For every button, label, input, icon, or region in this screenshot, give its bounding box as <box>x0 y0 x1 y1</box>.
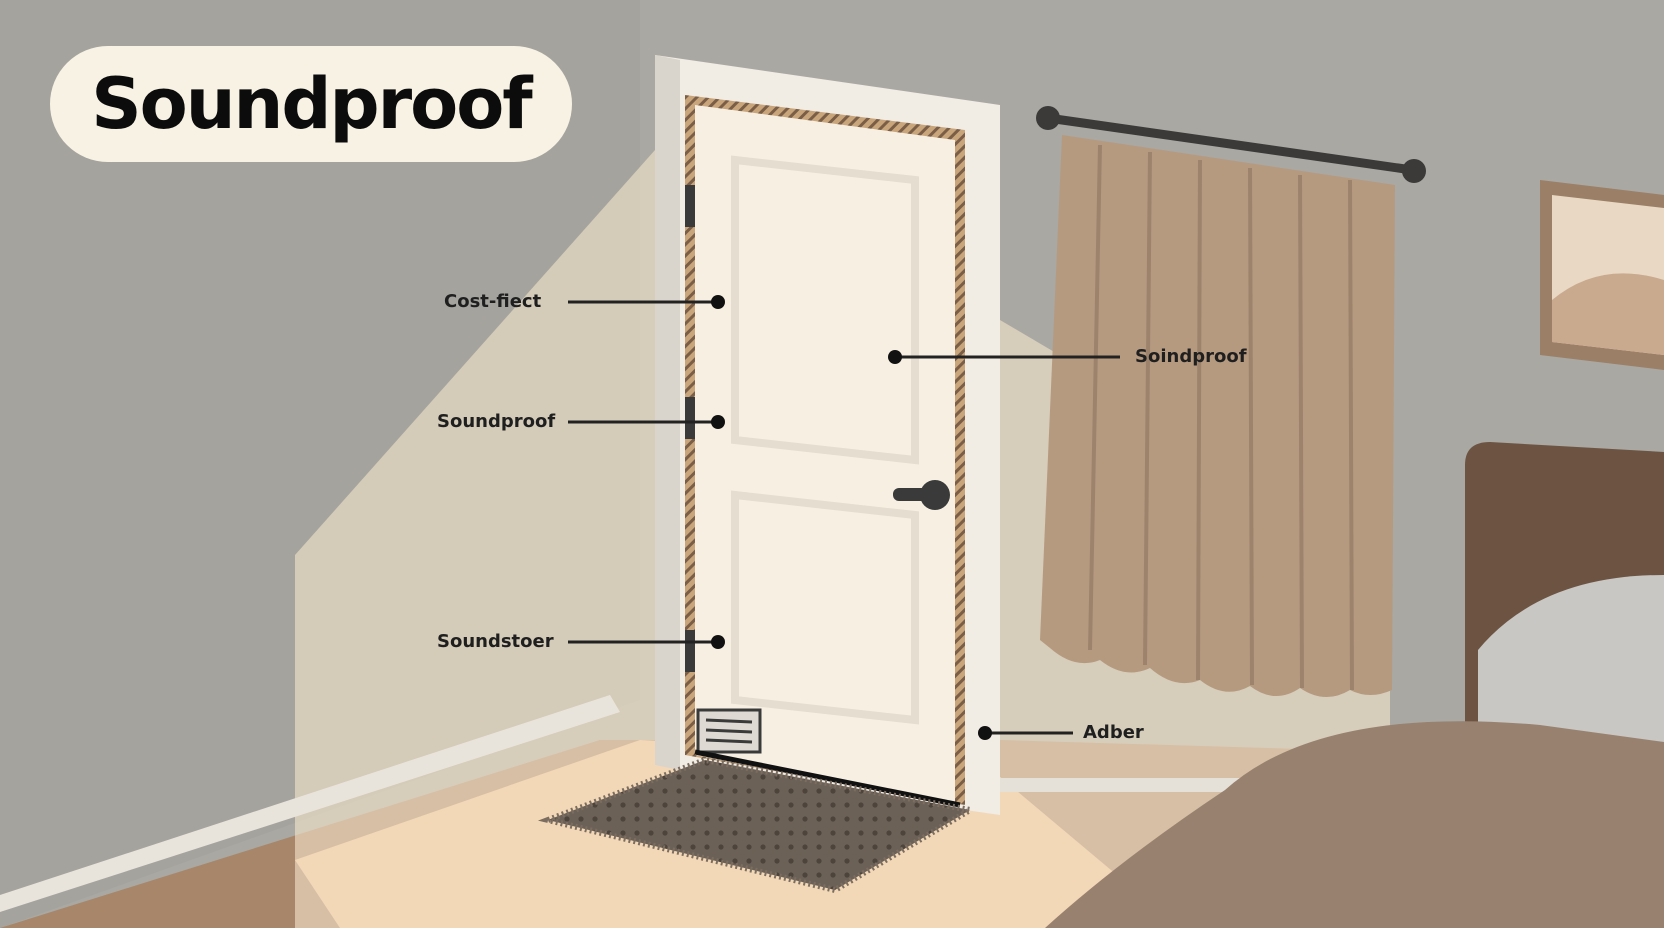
page-title: Soundproof <box>91 63 533 145</box>
door-panel-top <box>731 155 919 465</box>
curtain-icon <box>1040 135 1395 698</box>
callout-label-cost-effect: Cost-fiect <box>444 291 542 312</box>
door-hinge-icon <box>685 397 695 439</box>
frame-side <box>655 55 680 770</box>
title-badge: Soundproof <box>50 46 572 162</box>
callout-dot-cost-effect <box>711 295 725 309</box>
curtain-rod-icon <box>1047 113 1413 175</box>
pillow-icon <box>1478 575 1664 760</box>
blanket <box>1045 721 1664 928</box>
callout-dot-soundproof-right <box>888 350 902 364</box>
callout-label-soundstoer: Soundstoer <box>437 631 554 652</box>
callout-label-soundproof-right: Soindproof <box>1135 346 1247 367</box>
callout-dot-soundstoer <box>711 635 725 649</box>
door-hinge-icon <box>685 630 695 672</box>
door-icon <box>695 105 955 805</box>
callout-label-adber: Adber <box>1083 722 1144 743</box>
callout-dot-soundproof-left <box>711 415 725 429</box>
callout-dot-adber <box>978 726 992 740</box>
door-hinge-icon <box>685 185 695 227</box>
callout-label-soundproof-left: Soundproof <box>437 411 556 432</box>
door-handle-lever <box>893 488 935 501</box>
door-sweep <box>694 749 961 808</box>
door-panel-bottom <box>731 490 919 725</box>
baseboard-left <box>0 695 620 912</box>
door-mat-icon <box>537 756 979 894</box>
